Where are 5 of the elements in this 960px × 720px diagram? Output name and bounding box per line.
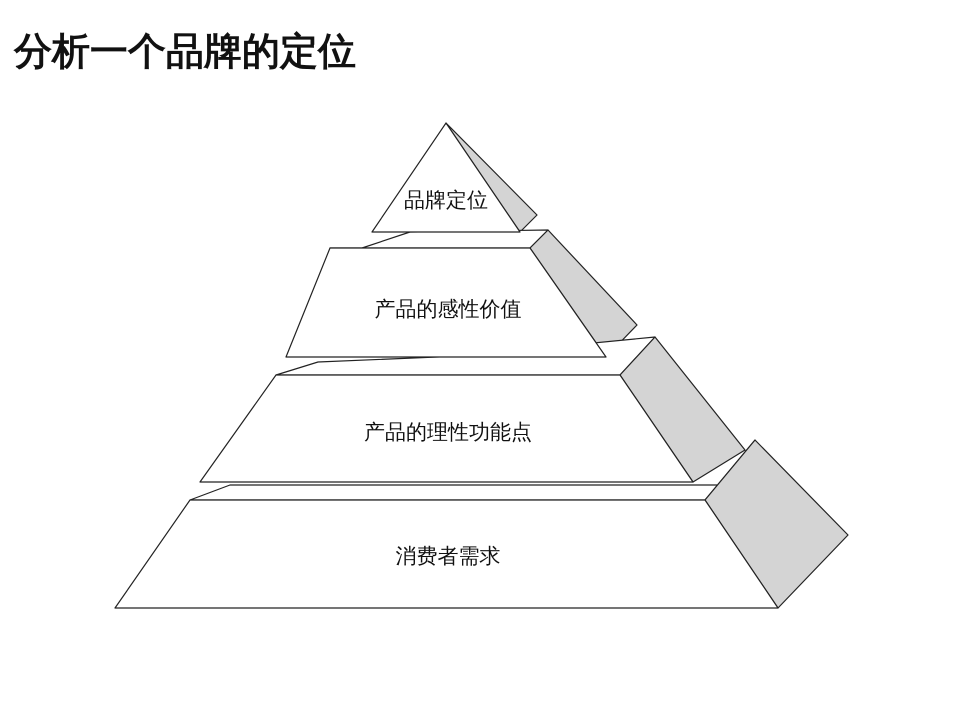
layer-label: 消费者需求 bbox=[396, 543, 500, 570]
layer-label: 产品的理性功能点 bbox=[364, 419, 532, 446]
title: 分析一个品牌的定位 bbox=[14, 28, 356, 75]
layer-label: 产品的感性价值 bbox=[374, 296, 522, 323]
layer-label: 品牌定位 bbox=[404, 187, 488, 214]
